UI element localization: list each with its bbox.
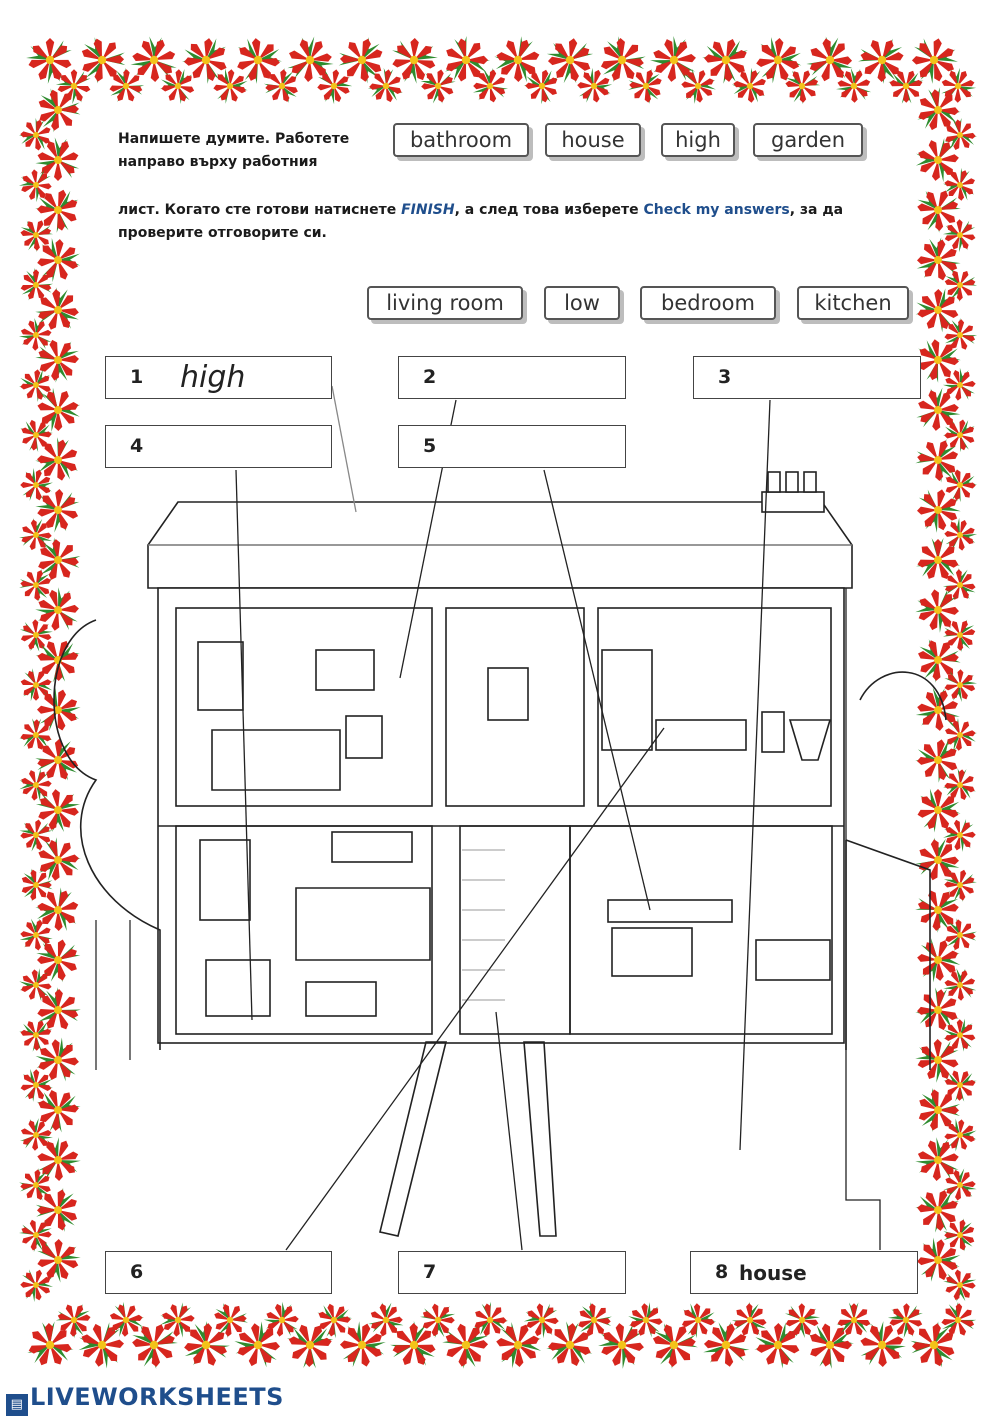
answer-number: 6 <box>130 1261 144 1283</box>
word-chip-house[interactable]: house <box>545 123 641 157</box>
instructions-continued: лист. Когато сте готови натиснете FINISH… <box>118 199 878 245</box>
answer-number: 3 <box>718 366 732 388</box>
answer-box-3[interactable]: 3 <box>693 356 921 399</box>
answer-box-4[interactable]: 4 <box>105 425 332 468</box>
instructions-line-3-mid2: , а след това изберете <box>454 202 644 218</box>
instructions-line-2: направо върху работния <box>118 154 318 170</box>
answer-input[interactable]: house <box>739 1260 807 1285</box>
word-chip-garden[interactable]: garden <box>753 123 863 157</box>
liveworksheets-logo[interactable]: ▤LIVEWORKSHEETS <box>6 1383 284 1416</box>
instructions-line-1: Напишете думите. Работете <box>118 131 350 147</box>
word-chip-kitchen[interactable]: kitchen <box>797 286 909 320</box>
answer-number: 1 <box>130 366 144 388</box>
instructions: Напишете думите. Работете направо върху … <box>118 128 378 174</box>
answer-box-2[interactable]: 2 <box>398 356 626 399</box>
instructions-line-3-end: , за да <box>789 202 844 218</box>
answer-box-5[interactable]: 5 <box>398 425 626 468</box>
answer-box-8[interactable]: 8 house <box>690 1251 918 1294</box>
word-chip-living-room[interactable]: living room <box>367 286 523 320</box>
answer-box-1[interactable]: 1 high <box>105 356 332 399</box>
check-answers-keyword: Check my answers <box>643 202 790 218</box>
instructions-line-3-start: лист. <box>118 202 160 218</box>
instructions-line-3: лист. Когато сте готови натиснете FINISH… <box>118 199 878 222</box>
logo-text: LIVEWORKSHEETS <box>30 1383 284 1411</box>
answer-number: 2 <box>423 366 437 388</box>
word-chip-bedroom[interactable]: bedroom <box>640 286 776 320</box>
answer-number: 5 <box>423 435 437 457</box>
answer-box-6[interactable]: 6 <box>105 1251 332 1294</box>
instructions-line-4: проверите отговорите си. <box>118 225 327 241</box>
word-chip-bathroom[interactable]: bathroom <box>393 123 529 157</box>
word-chip-low[interactable]: low <box>544 286 620 320</box>
answer-box-7[interactable]: 7 <box>398 1251 626 1294</box>
word-chip-high[interactable]: high <box>661 123 735 157</box>
answer-input[interactable]: high <box>180 360 246 395</box>
logo-icon: ▤ <box>6 1394 28 1416</box>
answer-number: 8 <box>715 1261 729 1283</box>
instructions-line-3-mid1: Когато сте готови натиснете <box>159 202 402 218</box>
answer-number: 7 <box>423 1261 437 1283</box>
answer-number: 4 <box>130 435 144 457</box>
finish-keyword: FINISH <box>401 202 455 218</box>
